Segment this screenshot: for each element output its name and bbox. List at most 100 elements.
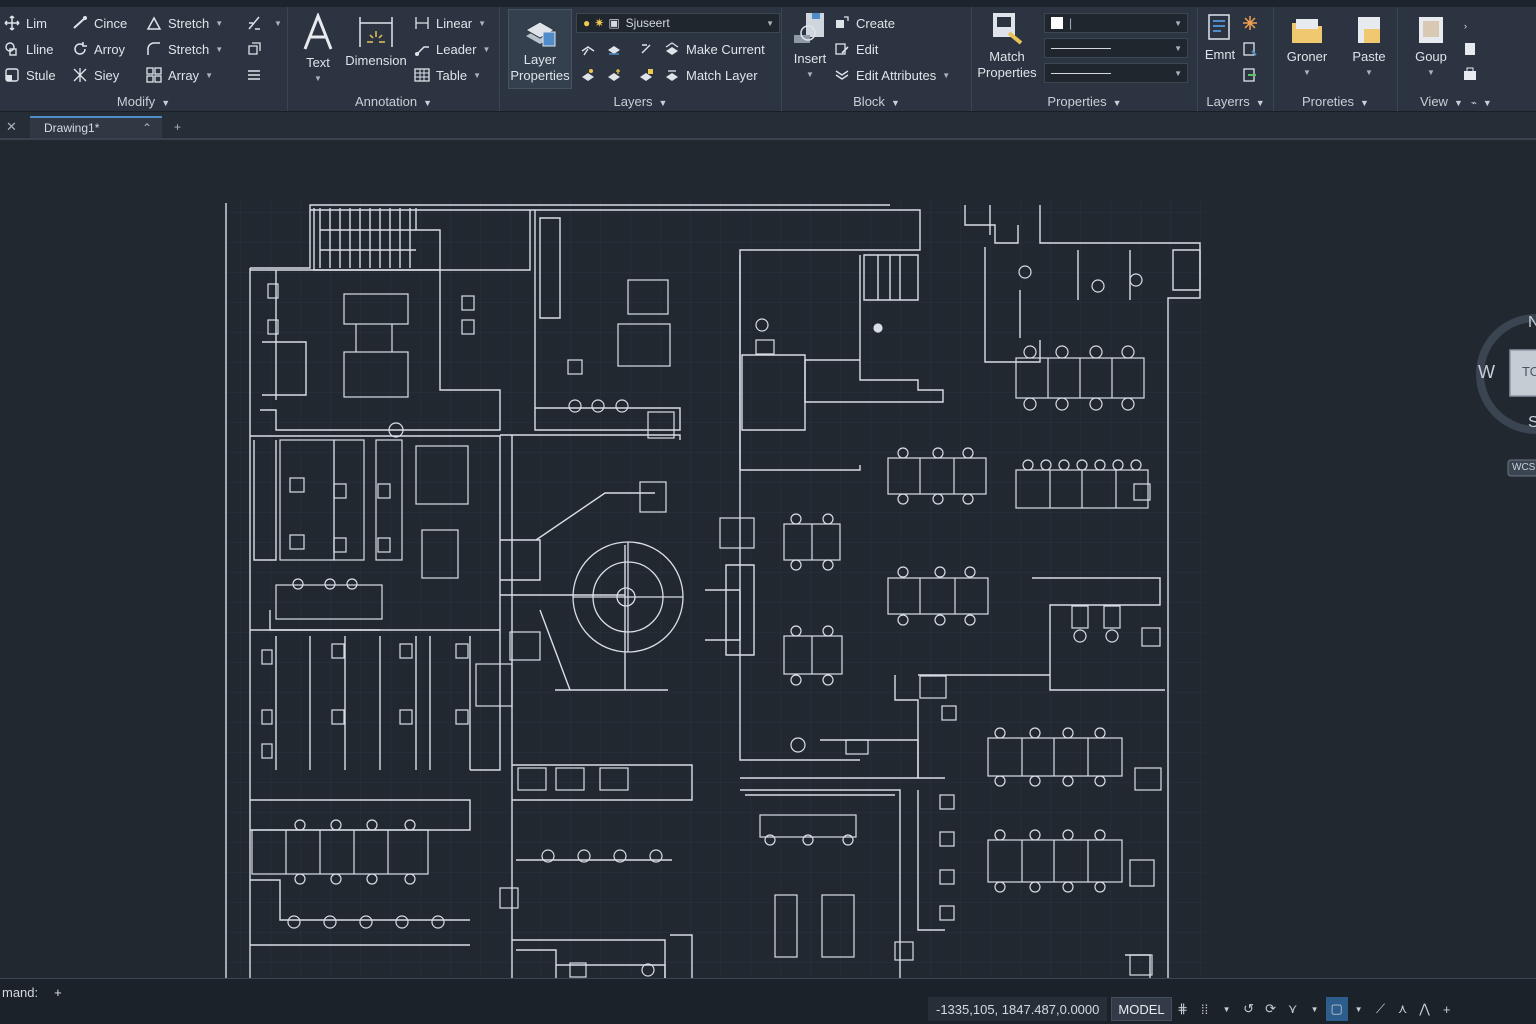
stretch-tool-1[interactable]: Stretch ▼ xyxy=(146,12,223,34)
ortho-icon[interactable]: ↺ xyxy=(1243,1001,1255,1016)
coordinate-readout[interactable]: -1335,105, 1847.487,0.0000 xyxy=(928,997,1108,1021)
rotate-tool[interactable]: Arroy xyxy=(72,38,125,60)
isodraft-icon[interactable]: ⋎ xyxy=(1287,1001,1298,1016)
dimension-icon xyxy=(359,17,393,47)
polar-icon[interactable]: ⟳ xyxy=(1265,1001,1277,1016)
chevron-down-icon[interactable]: ▼ xyxy=(1222,1004,1231,1014)
text-icon xyxy=(303,13,333,50)
chevron-down-icon[interactable]: ▼ xyxy=(1310,1004,1319,1014)
layer-lock-tool[interactable] xyxy=(638,64,660,86)
viewcube-west[interactable]: W xyxy=(1478,362,1495,382)
layer-state-icon xyxy=(1208,14,1230,40)
layer-on-tool[interactable] xyxy=(580,64,602,86)
chevron-down-icon: ▼ xyxy=(1482,98,1492,108)
insert-button[interactable]: Insert ▼ xyxy=(786,11,834,83)
layer-merge-tool[interactable] xyxy=(1242,64,1264,86)
wcs-menu[interactable]: WCS xyxy=(1512,462,1536,473)
block-panel-title[interactable]: Block▼ xyxy=(782,94,971,109)
viewcube-north[interactable]: N xyxy=(1528,314,1536,331)
linetype-combo[interactable]: ▼ xyxy=(1044,38,1188,58)
tab-drawing1[interactable]: Drawing1* ⌃ xyxy=(30,116,162,138)
chevron-down-icon[interactable]: ▼ xyxy=(482,44,491,54)
close-tab-button[interactable]: ✕ xyxy=(6,116,17,138)
goup-button[interactable]: Goup ▼ xyxy=(1404,15,1458,81)
trim-label: Siey xyxy=(94,67,120,83)
make-current-tool[interactable]: Make Current xyxy=(664,38,765,60)
view-small-tool-1[interactable]: › xyxy=(1464,15,1467,37)
command-add-button[interactable]: + xyxy=(54,984,62,1000)
properties-panel-title[interactable]: Properties▼ xyxy=(972,94,1197,109)
chevron-down-icon[interactable]: ▼ xyxy=(205,70,213,80)
explode-tool[interactable] xyxy=(246,38,268,60)
chevron-down-icon[interactable]: ▼ xyxy=(274,18,282,28)
layer-freeze-tool[interactable] xyxy=(638,38,660,60)
edit-block-tool[interactable]: Edit xyxy=(834,38,878,60)
array-tool[interactable]: Array ▼ xyxy=(146,64,213,86)
copy-tool[interactable]: Lline xyxy=(4,38,53,60)
view-small-tool-2[interactable] xyxy=(1462,37,1484,59)
modify-panel-title[interactable]: Modify▼ xyxy=(0,94,287,109)
floor-plan-drawing[interactable] xyxy=(0,142,1536,978)
linear-tool[interactable]: Linear ▼ xyxy=(414,12,486,34)
explode-burst-tool[interactable] xyxy=(1242,12,1264,34)
object-snap-icon[interactable]: ▢ xyxy=(1325,997,1348,1021)
scale-tool[interactable]: Stule xyxy=(4,64,56,86)
viewcube-south[interactable]: S xyxy=(1528,414,1536,431)
grid-icon[interactable]: ⋕ xyxy=(1177,1001,1189,1016)
match-properties-button[interactable]: Match Properties xyxy=(976,11,1038,81)
edit-attributes-tool[interactable]: Edit Attributes ▼ xyxy=(834,64,950,86)
groer-button[interactable]: Groner ▼ xyxy=(1282,15,1332,81)
sun-icon: ✷ xyxy=(594,16,605,30)
lineweight-combo[interactable]: ▼ xyxy=(1044,63,1188,83)
drawing-canvas[interactable]: N W S TO WCS xyxy=(0,142,1536,978)
chevron-down-icon[interactable]: ▼ xyxy=(478,18,487,28)
line-tool[interactable]: Cince xyxy=(72,12,127,34)
layer-off-tool[interactable] xyxy=(580,38,602,60)
customize-icon[interactable]: + xyxy=(1442,1001,1451,1017)
layer-properties-button[interactable]: Layer Properties xyxy=(508,9,572,89)
chevron-down-icon[interactable]: ▼ xyxy=(1354,1004,1363,1014)
snap-icon[interactable]: ⁞⁞ xyxy=(1200,1001,1209,1017)
chevron-down-icon[interactable]: ▼ xyxy=(215,44,224,54)
layer-combo[interactable]: ● ✷ ▣ Sjuseert ▼ xyxy=(576,13,780,33)
lineweight-icon[interactable]: ⟋ xyxy=(1376,1001,1386,1016)
viewcube-top-face[interactable]: TO xyxy=(1522,364,1536,379)
layers-panel-title[interactable]: Layers▼ xyxy=(500,94,781,109)
create-block-tool[interactable]: Create xyxy=(834,12,895,34)
text-tool[interactable]: Text ▼ xyxy=(300,13,336,87)
view-small-tool-3[interactable] xyxy=(1462,63,1484,85)
chevron-down-icon[interactable]: ▼ xyxy=(942,70,951,80)
layer-isolate-tool[interactable] xyxy=(606,38,628,60)
trim-tool[interactable]: Siey xyxy=(72,64,119,86)
layer-walk-icon xyxy=(1243,42,1257,56)
view-panel-title[interactable]: View▼⌁▼ xyxy=(1398,94,1536,109)
annotation-panel-title[interactable]: Annotation▼ xyxy=(288,94,499,109)
model-space-button[interactable]: MODEL xyxy=(1111,997,1172,1021)
layers2-panel-title[interactable]: Layerrs▼ xyxy=(1198,94,1273,109)
emnt-button[interactable]: Emnt xyxy=(1202,13,1238,63)
annotation-scale-icon[interactable]: ⋏ xyxy=(1397,1001,1408,1016)
edit-attributes-icon xyxy=(835,70,849,80)
annotation-visibility-icon[interactable]: ⋀ xyxy=(1419,1001,1430,1016)
command-line[interactable]: mand: + xyxy=(0,981,76,1003)
table-tool[interactable]: Table ▼ xyxy=(414,64,481,86)
offset-tool[interactable] xyxy=(246,64,268,86)
paste-button[interactable]: Paste ▼ xyxy=(1344,15,1394,81)
chevron-down-icon[interactable]: ▼ xyxy=(215,18,224,28)
match-layer-tool[interactable]: Match Layer xyxy=(664,64,758,86)
viewcube-ring[interactable] xyxy=(1472,312,1536,482)
leader-tool[interactable]: Leader ▼ xyxy=(414,38,490,60)
chevron-down-icon[interactable]: ▼ xyxy=(473,70,481,80)
color-combo[interactable]: | ▼ xyxy=(1044,13,1188,33)
viewcube[interactable]: N W S TO WCS xyxy=(1472,312,1536,482)
stretch-tool-2[interactable]: Stretch ▼ xyxy=(146,38,223,60)
layer-walk-tool[interactable] xyxy=(1242,38,1264,60)
move-tool[interactable]: Lim xyxy=(4,12,47,34)
new-tab-button[interactable]: + xyxy=(174,116,181,138)
layer-thaw-tool[interactable] xyxy=(606,64,628,86)
dimension-tool[interactable]: Dimension xyxy=(342,15,410,69)
lightbulb-icon: ● xyxy=(583,16,591,30)
erase-tool[interactable]: ▼ xyxy=(246,12,282,34)
chevron-up-icon[interactable]: ⌃ xyxy=(141,121,152,135)
groups-panel-title[interactable]: Proreties▼ xyxy=(1274,94,1397,109)
